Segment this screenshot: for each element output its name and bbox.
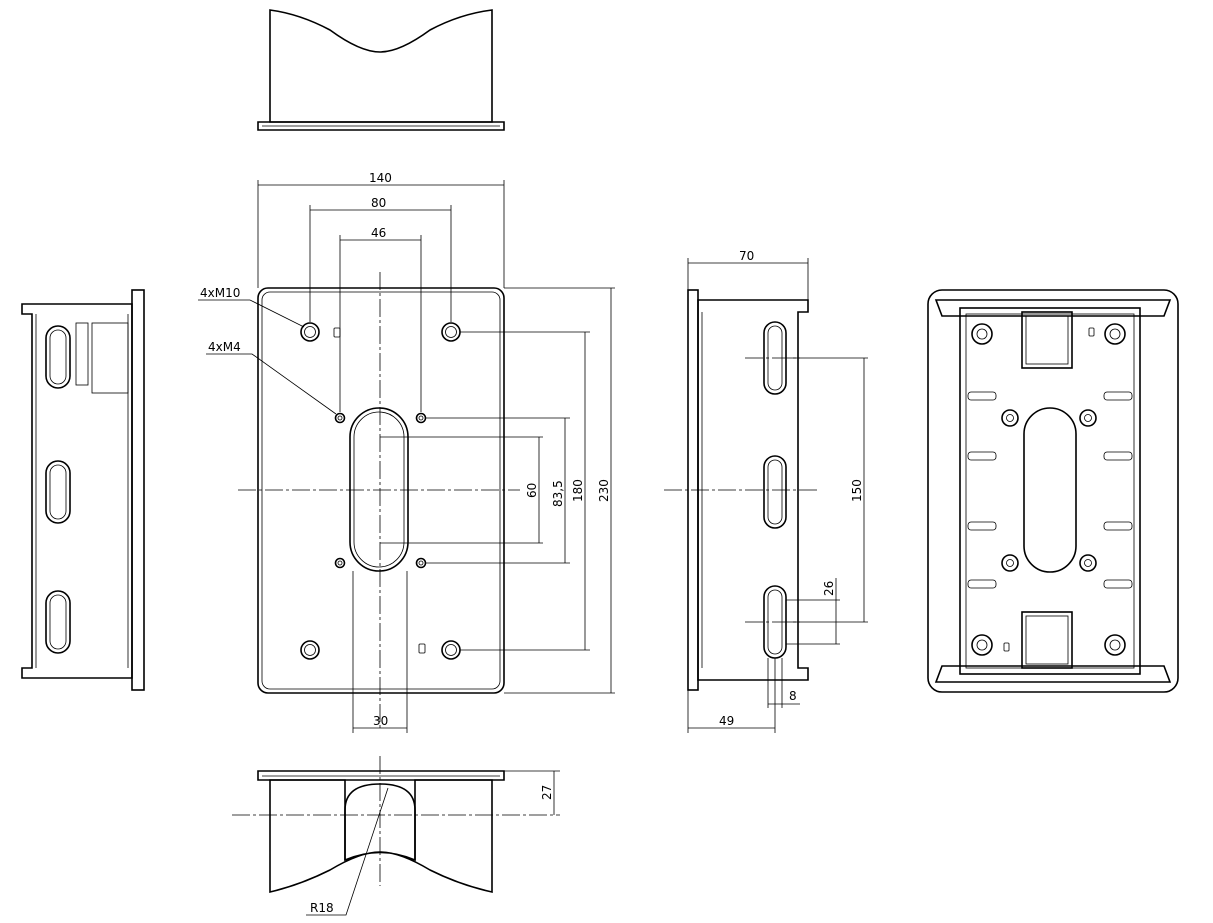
dim-bottom-depth: 27 [540,785,554,800]
side-dimensions [687,258,868,733]
corner-boss [971,323,993,345]
inner-boss [1001,554,1019,572]
m4-hole [415,412,427,424]
bottom-view [232,756,560,916]
dim-m10-spacing: 80 [371,196,386,210]
dim-depth: 70 [739,249,754,263]
dim-m4-spacing: 46 [371,226,386,240]
m10-hole [441,322,461,342]
dim-side-slot-spacing: 150 [850,479,864,502]
dim-radius: R18 [310,901,334,915]
dim-side-offset: 49 [719,714,734,728]
m10-hole [300,322,320,342]
front-dimensions [198,180,615,733]
dim-overall-height: 230 [597,479,611,502]
inner-boss [1001,409,1019,427]
corner-boss [971,634,993,656]
m4-hole [334,412,346,424]
dim-m10-vertical: 180 [571,479,585,502]
right-side-view [664,289,820,691]
dim-slot-width: 30 [373,714,388,728]
inner-boss [1079,554,1097,572]
back-view [927,289,1179,693]
callout-m10: 4xM10 [200,286,240,300]
corner-boss [1104,634,1126,656]
m4-hole [415,557,427,569]
callout-m4: 4xM4 [208,340,241,354]
dim-overall-width: 140 [369,171,392,185]
m10-hole [441,640,461,660]
m4-hole [334,557,346,569]
dim-slot-small-length: 26 [822,581,836,596]
corner-boss [1104,323,1126,345]
left-side-view [21,289,145,691]
dim-m4-vertical: 83,5 [551,480,565,507]
dim-slot-length: 60 [525,483,539,498]
m10-hole [300,640,320,660]
top-view [257,9,505,131]
inner-boss [1079,409,1097,427]
central-slot [349,407,409,572]
dim-slot-small-width: 8 [789,689,797,703]
front-view [238,272,520,728]
